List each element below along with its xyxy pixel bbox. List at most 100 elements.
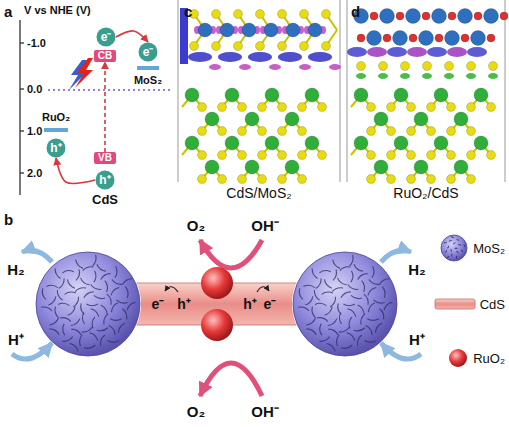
sulfur-atom <box>467 62 476 71</box>
mos2-flake <box>319 337 329 342</box>
sulfur-atom <box>427 103 436 112</box>
species-label: OH⁻ <box>251 218 279 235</box>
mos2-flake <box>92 317 95 328</box>
sulfur-atom <box>258 103 267 112</box>
mos2-flake <box>367 319 378 321</box>
mos2-flake <box>350 255 354 266</box>
ruo2-ball <box>201 267 233 299</box>
mos2-flake <box>57 290 62 300</box>
connector-arrow <box>116 31 148 42</box>
mos2-flake <box>48 296 55 305</box>
oxygen-atom <box>474 12 482 20</box>
mos2-flake <box>346 333 354 341</box>
mos2-flake <box>80 335 83 346</box>
mos2-flake <box>49 318 58 325</box>
charge-density <box>400 73 410 79</box>
mos2-flake <box>456 256 458 259</box>
sulfur-atom <box>447 175 456 184</box>
node-text: e⁻ <box>101 31 112 43</box>
sulfur-atom <box>238 175 247 184</box>
mos2-flake <box>455 247 458 249</box>
molybdenum-atom <box>220 23 234 37</box>
mos2-flake <box>104 314 108 325</box>
mos2-flake <box>362 281 365 292</box>
panel-border <box>178 0 179 182</box>
node-text: VB <box>98 153 112 163</box>
ruthenium-atom <box>484 9 499 24</box>
mos2-flake <box>63 324 65 335</box>
legend-entry: MoS₂ <box>439 233 505 263</box>
axis-tick <box>20 172 24 173</box>
sulfur-atom <box>322 42 331 51</box>
sulfur-atom <box>427 151 436 160</box>
mos2-flake <box>93 255 97 266</box>
mos2-flake <box>332 288 343 292</box>
mos2-flake <box>109 326 115 335</box>
mos2-flake <box>361 314 365 325</box>
light-bolt <box>75 58 93 88</box>
mos2-flake <box>62 337 72 342</box>
mos2-flake <box>76 269 80 280</box>
mos2-flake <box>315 303 326 305</box>
hole-circle: h⁺ <box>95 170 115 190</box>
sulfur-atom <box>258 151 267 160</box>
legend-entry: CdS <box>434 297 505 311</box>
mos2-flake <box>351 295 362 298</box>
sulfur-atom <box>447 151 456 160</box>
cadmium-atom <box>414 112 428 126</box>
sulfur-atom <box>427 127 436 136</box>
mos2-flake <box>368 288 376 296</box>
mos2-flake <box>47 285 58 287</box>
cadmium-atom <box>245 160 259 174</box>
sulfur-atom <box>234 10 243 19</box>
charge-density <box>447 47 467 57</box>
ruthenium-atom <box>380 9 395 24</box>
charge-density <box>488 73 498 79</box>
sulfur-atom <box>300 10 309 19</box>
mos2-flake <box>107 294 111 305</box>
mos2-flake <box>461 250 463 252</box>
cadmium-atom <box>225 88 239 102</box>
mos2-flake <box>111 288 119 296</box>
cadmium-atom <box>434 136 448 150</box>
mos2-flake <box>322 292 333 294</box>
mos2-flake <box>339 313 341 324</box>
mos2-flake <box>368 303 374 312</box>
mos2-flake <box>112 280 122 285</box>
node-text: h⁺ <box>177 297 191 311</box>
mos2-flake <box>358 305 364 314</box>
mos2-flake <box>464 244 465 247</box>
electron-circle: e⁻ <box>138 42 158 62</box>
mos2-flake <box>55 268 60 278</box>
charge-transfer-arrow <box>257 287 269 292</box>
cadmium-atom <box>354 88 368 102</box>
material-label: CdS <box>92 193 118 207</box>
mos2-flake <box>60 318 71 322</box>
mos2-flake <box>379 279 389 285</box>
cadmium-atom <box>265 136 279 150</box>
sulfur-atom <box>198 175 207 184</box>
sulfur-atom <box>487 151 496 160</box>
mos2-flake <box>364 294 368 305</box>
sulfur-atom <box>401 62 410 71</box>
sulfur-atom <box>467 151 476 160</box>
cadmium-atom <box>474 88 488 102</box>
sulfur-atom <box>318 151 327 160</box>
mos2-flake <box>312 268 317 278</box>
band-box: VB <box>94 152 116 164</box>
mos2-flake <box>366 326 372 335</box>
sulfur-atom <box>256 42 265 51</box>
cadmium-atom <box>354 136 368 150</box>
sulfur-atom <box>298 151 307 160</box>
mos2-flake <box>59 278 64 288</box>
hydrogen-arrow <box>22 250 52 262</box>
mos2-flake <box>349 317 352 328</box>
charge-density <box>356 73 366 79</box>
tick-label: 2.0 <box>27 167 42 179</box>
rod-shape <box>120 283 310 325</box>
mos2-flake <box>337 335 340 346</box>
mos2-flake <box>82 327 92 332</box>
oxygen-atom <box>370 12 378 20</box>
